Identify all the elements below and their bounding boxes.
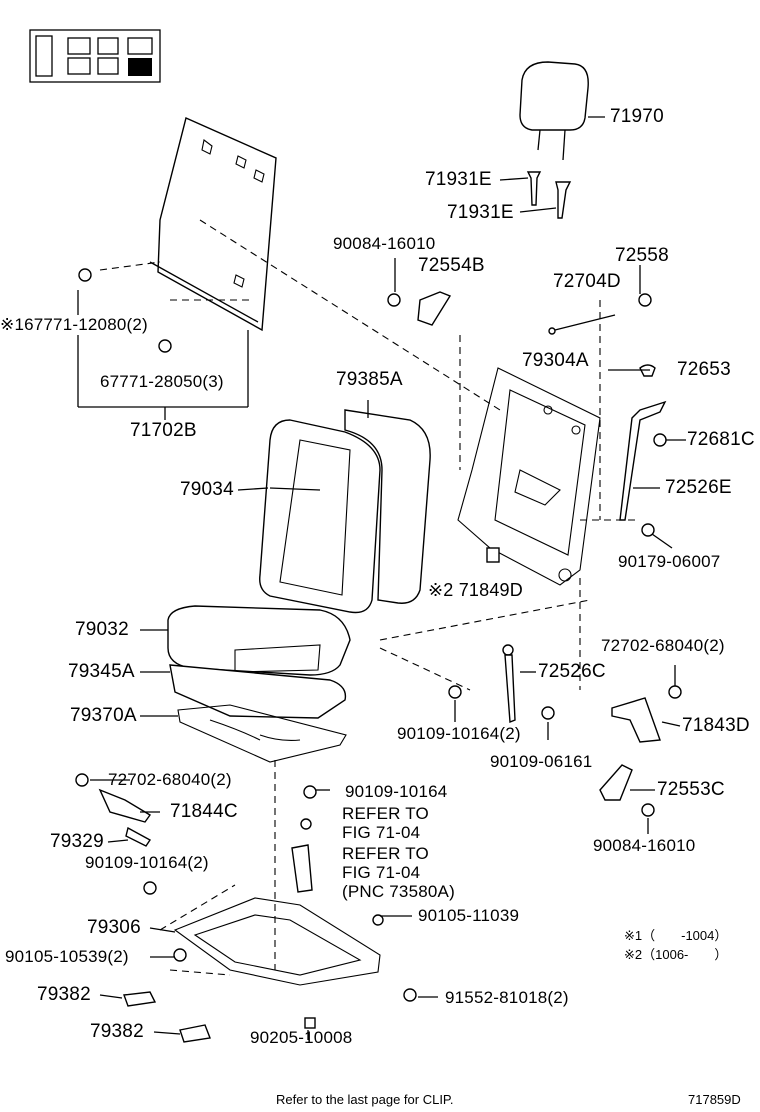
part-label-refer2-c: (PNC 73580A): [342, 882, 455, 901]
part-label-90109-10164: 90109-10164: [345, 782, 448, 801]
part-label-72526e: 72526E: [665, 477, 732, 498]
lower-right-hardware-shapes: [448, 644, 682, 817]
lower-left-hardware-shapes: [75, 773, 317, 895]
part-label-72681c: 72681C: [687, 429, 755, 450]
part-label-90179-06007: 90179-06007: [618, 552, 721, 571]
part-label-72554b: 72554B: [418, 255, 485, 276]
part-label-79385a: 79385A: [336, 369, 403, 390]
part-label-79032: 79032: [75, 619, 129, 640]
dashed-guides: [274, 578, 591, 970]
base-frame-shape: [159, 884, 417, 1029]
part-label-71931e-b: 71931E: [447, 202, 514, 223]
seat-cushion-shapes: [167, 605, 351, 763]
right-hardware-shapes: [619, 364, 667, 537]
part-label-79345a: 79345A: [68, 661, 135, 682]
part-label-90109-06161: 90109-06161: [490, 752, 593, 771]
part-label-79382-a: 79382: [37, 984, 91, 1005]
part-label-90105-10539: 90105-10539(2): [5, 947, 129, 966]
part-label-71849d: ※2 71849D: [428, 580, 523, 600]
headrest-shape: [519, 61, 605, 161]
part-label-79329: 79329: [50, 831, 104, 852]
bracket-lines: [77, 290, 249, 420]
part-label-71931e-a: 71931E: [425, 169, 492, 190]
part-label-79306: 79306: [87, 917, 141, 938]
part-label-79370a: 79370A: [70, 705, 137, 726]
seat-back-cushion-shape: [259, 400, 431, 614]
part-label-refer1-a: REFER TO: [342, 804, 429, 823]
part-label-refer2-a: REFER TO: [342, 844, 429, 863]
part-label-refer2-b: FIG 71-04: [342, 863, 421, 882]
legend-note-1: ※1（ -1004）: [624, 928, 728, 943]
part-label-90105-11039: 90105-11039: [418, 906, 520, 925]
part-label-79034: 79034: [180, 479, 234, 500]
part-label-90109-10164-2a: 90109-10164(2): [397, 724, 521, 743]
legend-note-2: ※2（1006- ）: [624, 947, 728, 962]
diagram-id: 717859D: [688, 1092, 741, 1107]
part-label-79382-b: 79382: [90, 1021, 144, 1042]
seat-back-frame-shape: [457, 300, 640, 586]
locator-thumbnail: [29, 29, 161, 83]
part-label-72704d: 72704D: [553, 271, 621, 292]
back-board-shape: [78, 117, 501, 411]
part-label-refer1-b: FIG 71-04: [342, 823, 421, 842]
part-label-72558: 72558: [615, 245, 669, 266]
part-label-72702-68040-left: 72702-68040(2): [108, 770, 232, 789]
part-label-90084-16010-bottom: 90084-16010: [593, 836, 696, 855]
leader-lines: [90, 258, 686, 1040]
pad-shapes: [123, 991, 211, 1043]
part-label-90205-10008: 90205-10008: [250, 1028, 353, 1047]
part-label-79304a: 79304A: [522, 350, 589, 371]
upper-hardware-shapes: [387, 291, 652, 335]
footer-note: Refer to the last page for CLIP.: [276, 1092, 454, 1107]
part-label-67771-12080: ※167771-12080(2): [0, 315, 148, 334]
headrest-support-shapes: [499, 171, 572, 219]
part-label-90109-10164-2b: 90109-10164(2): [85, 853, 209, 872]
part-label-72553c: 72553C: [657, 779, 725, 800]
part-label-91552-81018: 91552-81018(2): [445, 988, 569, 1007]
part-label-90084-16010-top: 90084-16010: [333, 234, 436, 253]
part-label-67771-28050: 67771-28050(3): [100, 372, 224, 391]
part-label-71844c: 71844C: [170, 801, 238, 822]
part-label-71843d: 71843D: [682, 715, 750, 736]
part-label-72653: 72653: [677, 359, 731, 380]
part-label-72702-68040-right: 72702-68040(2): [601, 636, 725, 655]
part-label-71702b: 71702B: [130, 420, 197, 441]
part-label-71970: 71970: [610, 106, 664, 127]
part-label-72526c: 72526C: [538, 661, 606, 682]
